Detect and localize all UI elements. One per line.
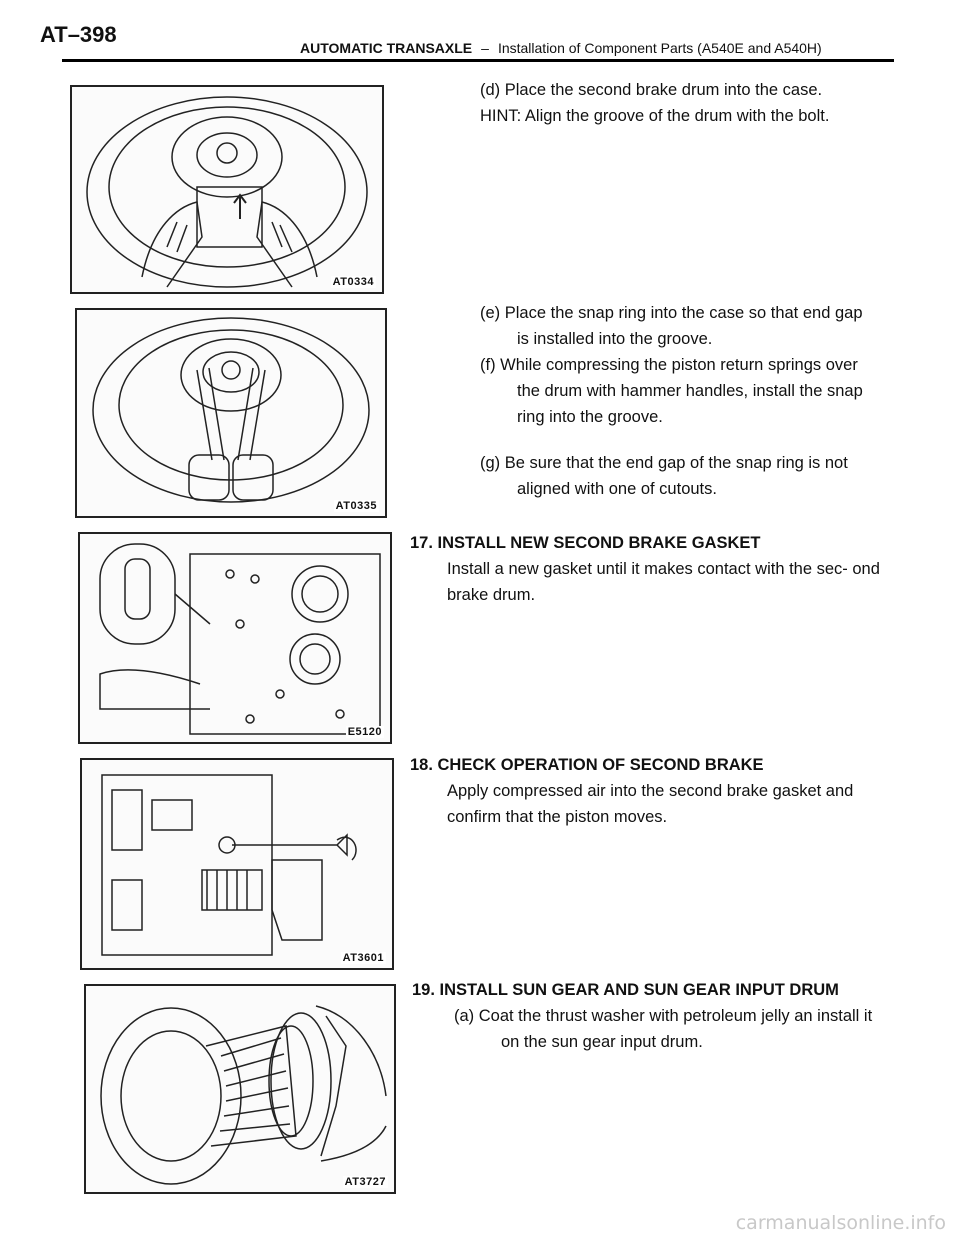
step-18-block: 18. CHECK OPERATION OF SECOND BRAKE Appl… <box>410 752 880 830</box>
step-e-text: (e) Place the snap ring into the case so… <box>480 304 863 348</box>
step-g-text: (g) Be sure that the end gap of the snap… <box>480 454 848 498</box>
figure-second-brake-gasket: E5120 <box>78 532 392 744</box>
step-19-block: 19. INSTALL SUN GEAR AND SUN GEAR INPUT … <box>412 977 882 1055</box>
air-gun-illustration <box>101 774 357 956</box>
step-18-body: Apply compressed air into the second bra… <box>447 782 854 826</box>
snap-ring-illustration <box>92 317 370 503</box>
header-separator: – <box>481 40 489 56</box>
header-subtitle: Installation of Component Parts (A540E a… <box>497 40 822 56</box>
figure-brake-drum-placement: AT0334 <box>70 85 384 294</box>
figure-code: E5120 <box>345 726 384 738</box>
gasket-illustration <box>99 543 381 735</box>
step-18-title: 18. CHECK OPERATION OF SECOND BRAKE <box>410 756 764 774</box>
step-17-title: 17. INSTALL NEW SECOND BRAKE GASKET <box>410 534 761 552</box>
step-19a-text: (a) Coat the thrust washer with petroleu… <box>454 1007 873 1051</box>
brake-drum-illustration <box>86 96 368 288</box>
sun-gear-illustration <box>100 1005 387 1185</box>
step-d-text: (d) Place the second brake drum into the… <box>480 81 823 99</box>
header-section: AUTOMATIC TRANSAXLE <box>300 40 473 56</box>
figure-snap-ring-install: AT0335 <box>75 308 387 518</box>
figure-code: AT0334 <box>330 276 376 288</box>
step-17-block: 17. INSTALL NEW SECOND BRAKE GASKET Inst… <box>410 530 880 608</box>
step-19-title: 19. INSTALL SUN GEAR AND SUN GEAR INPUT … <box>412 981 839 999</box>
watermark: carmanualsonline.info <box>735 1212 946 1234</box>
figure-code: AT0335 <box>333 500 379 512</box>
running-header: AUTOMATIC TRANSAXLE–Installation of Comp… <box>300 40 822 56</box>
step-d-hint: HINT: Align the groove of the drum with … <box>480 107 830 125</box>
step-17-body: Install a new gasket until it makes cont… <box>447 560 880 604</box>
figure-second-brake-check: AT3601 <box>80 758 394 970</box>
step-f-text: (f) While compressing the piston return … <box>480 356 863 426</box>
figure-code: AT3727 <box>342 1176 388 1188</box>
header-rule <box>62 59 894 62</box>
steps-efg-block: (e) Place the snap ring into the case so… <box>480 300 875 502</box>
step-d-block: (d) Place the second brake drum into the… <box>480 77 880 129</box>
page-number: AT–398 <box>40 22 117 47</box>
figure-sun-gear-drum: AT3727 <box>84 984 396 1194</box>
figure-code: AT3601 <box>340 952 386 964</box>
